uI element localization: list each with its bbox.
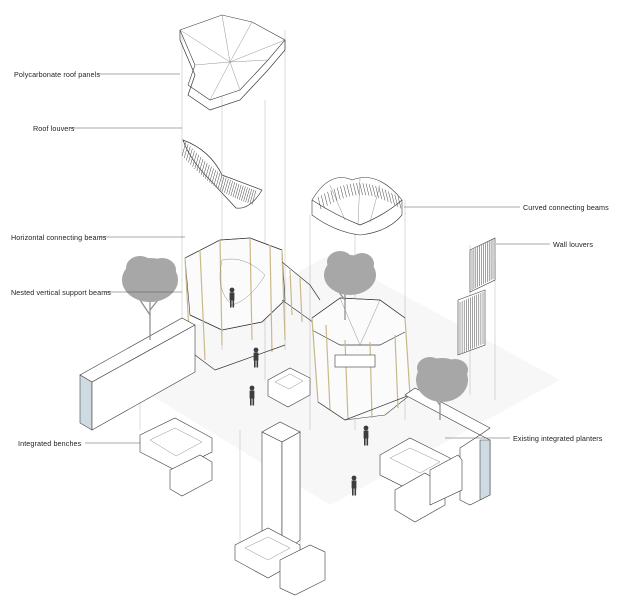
louver-slat xyxy=(356,182,360,196)
wall-louvers xyxy=(457,237,496,356)
louver-slat xyxy=(352,183,357,196)
louver-slat xyxy=(228,180,233,196)
louver-slat xyxy=(388,191,392,204)
louver-slat xyxy=(196,157,202,172)
louver-slat xyxy=(239,185,244,200)
louver-slat xyxy=(194,154,199,170)
louver-slat xyxy=(365,183,370,196)
louver-slat xyxy=(241,186,246,201)
right-pavilion-frame xyxy=(311,297,411,421)
louver-slat xyxy=(215,173,221,188)
louver-slat xyxy=(340,186,344,199)
louver-slat xyxy=(336,187,341,200)
tree-right xyxy=(416,357,468,420)
roof-louvers-left xyxy=(181,139,263,209)
louver-slat xyxy=(213,171,219,186)
louver-slat xyxy=(251,190,257,205)
label-horizontal-beams: Horizontal connecting beams xyxy=(11,233,107,242)
label-roof-louvers: Roof louvers xyxy=(33,124,75,133)
louver-slat xyxy=(349,183,354,196)
louver-slat xyxy=(333,188,338,201)
louver-slat xyxy=(183,144,189,159)
label-curved-beams: Curved connecting beams xyxy=(523,203,609,212)
louver-slat xyxy=(245,188,250,203)
louver-slat xyxy=(207,166,212,181)
louver-slat xyxy=(381,188,386,201)
louver-slat xyxy=(234,183,240,199)
louver-slat xyxy=(219,176,225,191)
louver-slat xyxy=(243,187,248,202)
louver-slat xyxy=(397,196,402,209)
tree-left xyxy=(122,256,178,340)
louver-slat xyxy=(190,150,195,165)
louver-slat xyxy=(317,196,322,210)
louver-slat xyxy=(205,164,210,179)
louver-slat xyxy=(378,187,383,200)
louver-slat xyxy=(247,188,252,203)
louver-slat xyxy=(391,192,395,206)
bench-left xyxy=(139,417,213,497)
louver-slat xyxy=(320,195,325,208)
louver-slat xyxy=(359,182,363,196)
label-vertical-beams: Nested vertical support beams xyxy=(11,288,111,297)
louver-slat xyxy=(346,184,351,197)
louver-slat xyxy=(343,185,347,198)
louver-slat xyxy=(232,183,238,198)
louver-slat xyxy=(186,146,191,161)
bench-right xyxy=(379,437,463,523)
louver-slat xyxy=(236,184,242,200)
person-figures xyxy=(229,287,369,496)
louver-slat xyxy=(217,174,223,189)
label-roof-panels: Polycarbonate roof panels xyxy=(14,70,101,79)
left-pavilion-frame xyxy=(184,237,323,371)
louver-slat xyxy=(230,182,236,197)
louver-slat xyxy=(222,177,227,192)
annotation-leaders xyxy=(70,73,550,444)
louver-slat xyxy=(327,191,331,204)
tree-center xyxy=(324,251,376,320)
label-benches: Integrated benches xyxy=(18,439,82,448)
bench-mid xyxy=(267,367,311,408)
louver-slat xyxy=(200,161,206,176)
louver-slat xyxy=(192,152,197,167)
louver-slat xyxy=(181,141,187,157)
louver-slat xyxy=(375,185,379,199)
right-wall-slab xyxy=(404,387,491,506)
louver-slat xyxy=(188,148,193,163)
label-wall-louvers: Wall louvers xyxy=(553,240,594,249)
louver-slat xyxy=(362,183,367,196)
polycarbonate-roof xyxy=(179,14,286,111)
louver-slat xyxy=(394,194,399,207)
louver-slat xyxy=(198,159,204,174)
label-planters: Existing integrated planters xyxy=(513,434,603,443)
left-wall-slab xyxy=(79,317,196,431)
louver-slat xyxy=(209,168,214,183)
louver-slat xyxy=(202,162,208,178)
louver-slat xyxy=(226,179,231,194)
louver-slat xyxy=(324,193,328,206)
louver-slat xyxy=(211,170,216,185)
center-slab xyxy=(234,421,326,596)
curved-roof-right xyxy=(311,177,403,236)
louver-slat xyxy=(249,189,255,204)
louver-slat xyxy=(384,189,389,202)
louver-slat xyxy=(330,190,335,203)
louver-slat xyxy=(224,178,229,193)
louver-slat xyxy=(372,184,376,198)
louver-slat xyxy=(368,184,373,197)
